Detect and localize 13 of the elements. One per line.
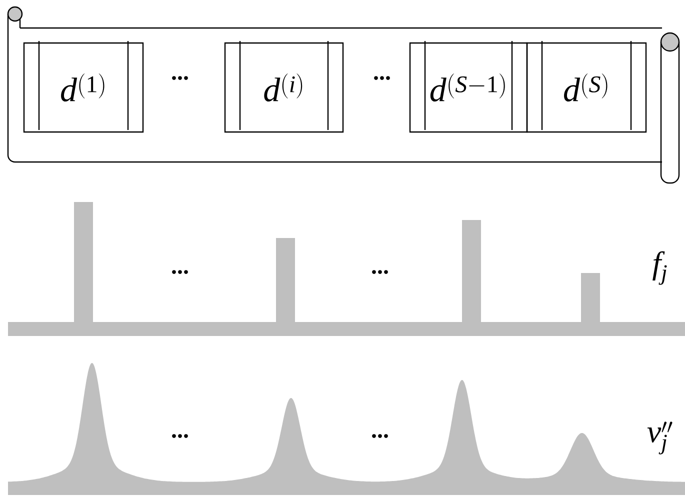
ellipsis: ...: [172, 76, 188, 80]
data-box: $d^{(1)}$: [23, 41, 144, 133]
ellipsis: ...: [374, 76, 390, 80]
symbol-label: $f_j$: [652, 251, 667, 285]
ellipsis: ...: [172, 270, 188, 274]
symbol-label: $v''_j$: [647, 422, 672, 454]
data-box: $d^{(S-1)}$: [409, 41, 528, 133]
ellipsis: ...: [172, 434, 188, 438]
data-box: $d^{(S)}$: [526, 41, 647, 133]
ellipsis: ...: [372, 434, 388, 438]
scroll-drawing: [7, 6, 680, 184]
ellipsis: ...: [372, 270, 388, 274]
data-box: $d^{(i)}$: [224, 41, 344, 133]
